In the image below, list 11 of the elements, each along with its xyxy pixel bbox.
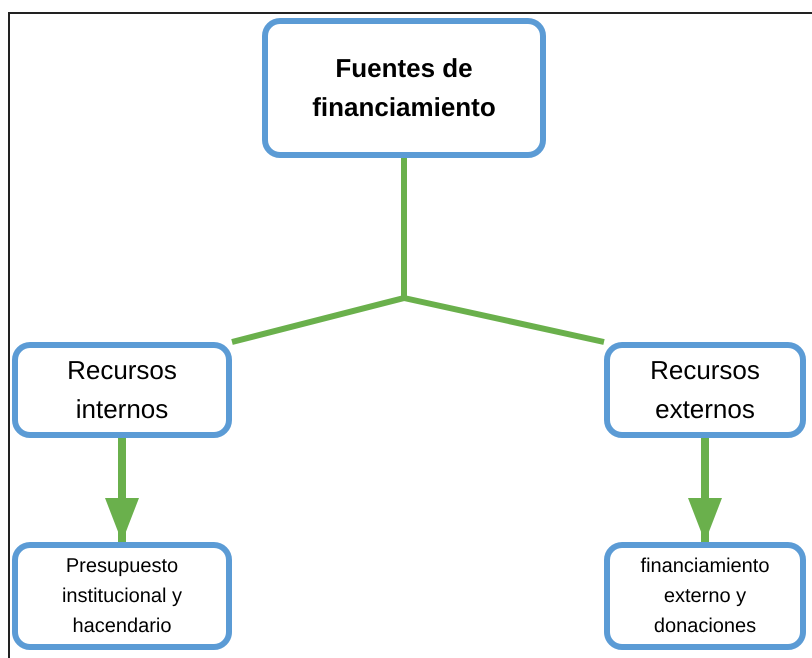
node-label: Fuentes de financiamiento — [311, 52, 497, 124]
rounded-box — [12, 342, 232, 438]
node-label: Recursos externos — [649, 354, 761, 426]
node-label: Presupuesto institucional y hacendario — [60, 554, 184, 639]
node-label: financiamiento externo y donaciones — [640, 554, 770, 639]
node-label: Recursos internos — [66, 354, 178, 426]
arrow — [688, 438, 722, 542]
rounded-box — [604, 542, 806, 650]
rounded-box — [12, 542, 232, 650]
rounded-box — [262, 18, 546, 158]
rounded-box — [604, 342, 806, 438]
